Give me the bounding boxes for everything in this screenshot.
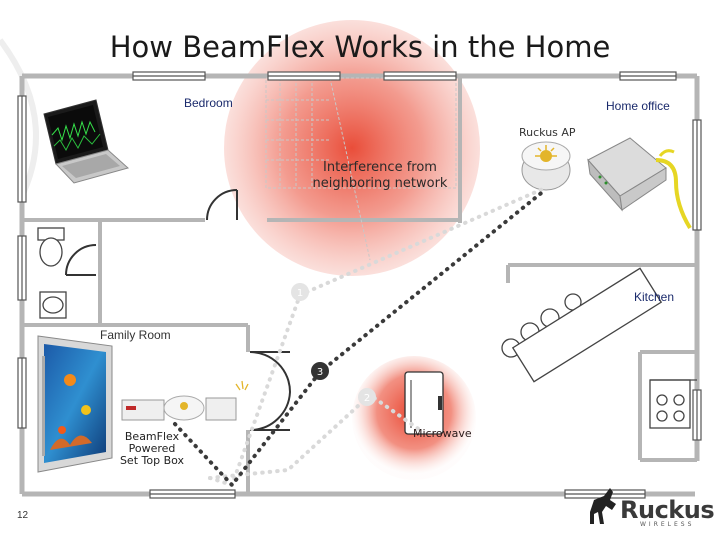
signal-paths — [173, 186, 547, 489]
slide-number: 12 — [17, 510, 29, 521]
interference-zone — [224, 20, 480, 276]
page-title: How BeamFlex Works in the Home — [109, 30, 611, 64]
path-marker-2: 2 — [358, 388, 376, 406]
windows — [17, 71, 702, 499]
path-marker-1: 1 — [291, 283, 309, 301]
doors — [65, 189, 291, 432]
decor-arc — [0, 38, 39, 202]
microwave-icon — [404, 371, 444, 435]
interference-label-line1: Interference from — [323, 160, 437, 175]
interference-label-line2: neighboring network — [312, 176, 448, 191]
signal-path-1 — [208, 186, 547, 488]
interior-walls — [22, 76, 697, 494]
path-number-1: 1 — [297, 288, 303, 299]
kitchen-fixtures — [501, 267, 697, 429]
set-top-box-label-line2: Powered — [128, 442, 176, 455]
room-label-home-office: Home office — [606, 99, 670, 113]
bathroom-fixtures — [37, 227, 67, 319]
room-label-family-room: Family Room — [100, 328, 171, 342]
set-top-box-label: BeamFlex Powered Set Top Box — [112, 431, 192, 467]
room-label-kitchen: Kitchen — [634, 290, 675, 304]
router-icon — [587, 137, 692, 230]
path-marker-3: 3 — [311, 362, 329, 380]
set-top-box-label-line3: Set Top Box — [119, 454, 185, 467]
signal-path-2 — [208, 392, 422, 480]
interference-label: Interference from neighboring network — [300, 160, 460, 192]
set-top-box-icon — [121, 380, 249, 421]
access-point-icon — [521, 141, 571, 191]
staircase — [265, 77, 457, 261]
path-number-2: 2 — [364, 393, 370, 404]
path-number-3: 3 — [317, 367, 323, 378]
tv-icon — [37, 335, 113, 473]
set-top-box-label-line1: BeamFlex — [124, 430, 180, 443]
ap-label: Ruckus AP — [519, 126, 576, 139]
room-label-bedroom: Bedroom — [184, 96, 233, 110]
logo-tagline: WIRELESS — [640, 521, 695, 528]
laptop-icon — [43, 99, 130, 184]
ruckus-logo-icon — [590, 488, 616, 524]
logo-name: Ruckus — [620, 496, 715, 524]
microwave-label: Microwave — [413, 427, 472, 440]
